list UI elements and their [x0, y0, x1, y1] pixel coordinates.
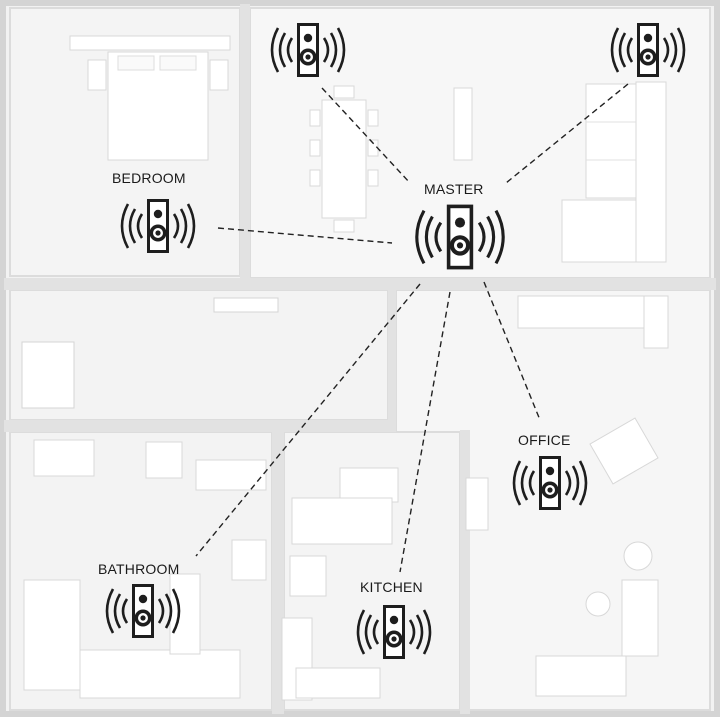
sofa [561, 81, 667, 263]
room-label-bedroom: BEDROOM [112, 170, 186, 186]
connection-line [217, 227, 393, 244]
kitchen-furniture [281, 467, 489, 701]
tv-stand [453, 87, 473, 161]
room-label-kitchen: KITCHEN [360, 579, 423, 595]
wall-segment [240, 4, 250, 280]
bathroom-furniture [23, 439, 267, 699]
connection-line [195, 283, 421, 557]
connection-line [399, 291, 451, 573]
wall-segment [272, 430, 284, 714]
connection-line [321, 87, 411, 184]
wall-segment [388, 288, 396, 423]
dining-table [309, 85, 379, 233]
room-label-bathroom: BATHROOM [98, 561, 180, 577]
air-vent [213, 297, 279, 313]
office-furniture [517, 295, 669, 697]
bed [69, 35, 231, 161]
connection-line [505, 83, 629, 184]
room-label-master: MASTER [424, 181, 484, 197]
connection-lines [195, 83, 629, 573]
connection-line [483, 281, 541, 421]
wall-segment [4, 278, 716, 290]
window [21, 341, 75, 409]
wall-segment [460, 430, 470, 714]
wall-segment [4, 420, 396, 432]
room-label-office: OFFICE [518, 432, 571, 448]
